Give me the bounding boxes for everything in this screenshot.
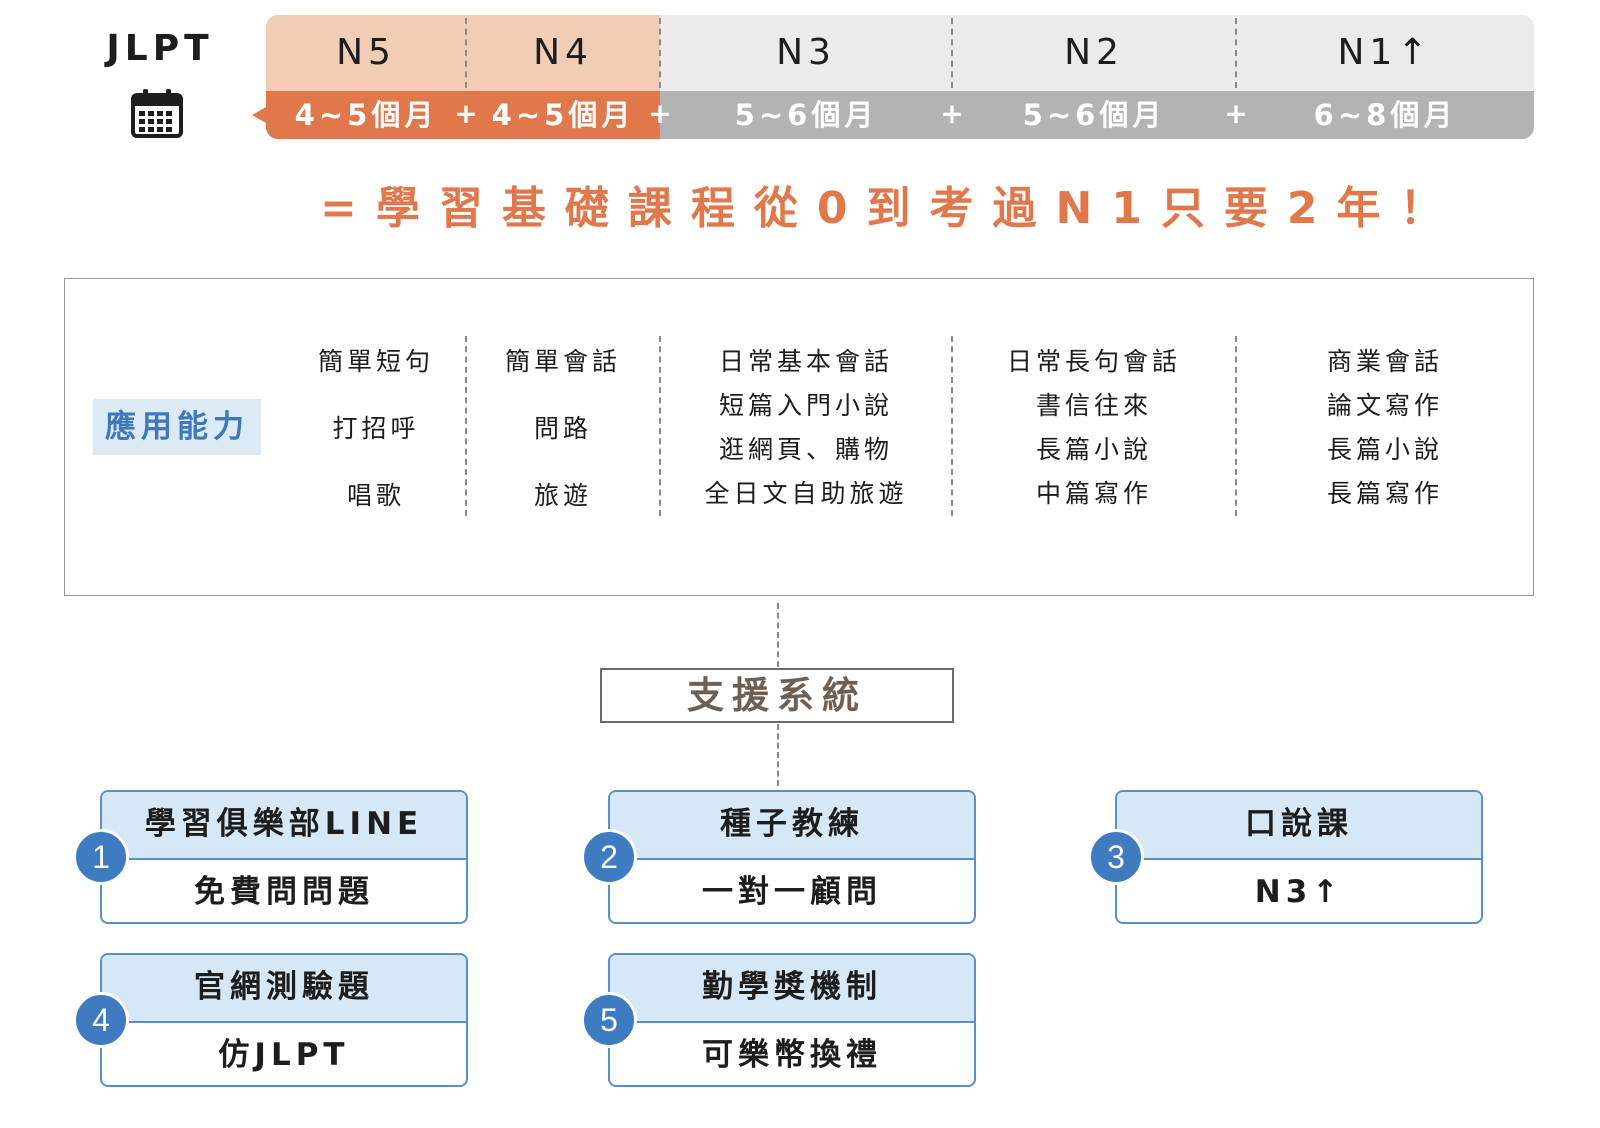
- ability-n3-item: 逛網頁、購物: [718, 435, 893, 464]
- ability-n1-item: 商業會話: [1326, 347, 1443, 376]
- number-badge-3: 3: [1088, 829, 1144, 885]
- support-card-speaking: 口說課 N3↑: [1115, 790, 1483, 924]
- ability-n2-item: 日常長句會話: [1006, 347, 1181, 376]
- number-badge-1: 1: [73, 829, 129, 885]
- plus-sign: +: [1224, 97, 1248, 130]
- card-title: 口說課: [1117, 792, 1481, 860]
- support-system-title: 支援系統: [600, 668, 954, 723]
- card-subtitle: 可樂幣換禮: [702, 1037, 882, 1073]
- duration-row: 4~5個月 + 4~5個月 + 5~6個月 + 5~6個月 + 6~8個月: [266, 91, 1534, 139]
- ability-n3-item: 短篇入門小說: [718, 391, 893, 420]
- ability-n1-item: 論文寫作: [1326, 391, 1443, 420]
- level-divider: [1235, 18, 1237, 88]
- duration-n3: 5~6個月: [734, 98, 878, 132]
- card-subtitle: 仿JLPT: [218, 1037, 350, 1073]
- ability-n1-item: 長篇小說: [1326, 435, 1443, 464]
- ability-n3-item: 全日文自助旅遊: [704, 479, 908, 508]
- level-divider: [465, 18, 467, 88]
- support-card-coach: 種子教練 一對一顧問: [608, 790, 976, 924]
- support-card-line-club: 學習俱樂部LINE 免費問問題: [100, 790, 468, 924]
- level-n2: N2: [1064, 32, 1124, 73]
- card-title: 種子教練: [610, 792, 974, 860]
- ability-n1-item: 長篇寫作: [1326, 479, 1443, 508]
- level-n1: N1↑: [1337, 32, 1433, 73]
- duration-highlight: [266, 91, 660, 139]
- duration-n5: 4~5個月: [294, 98, 438, 132]
- support-card-quiz: 官網測驗題 仿JLPT: [100, 953, 468, 1087]
- ability-n2-item: 書信往來: [1035, 391, 1152, 420]
- connector-line: [777, 603, 779, 667]
- ability-n5-item: 簡單短句: [317, 347, 434, 376]
- ability-n4-item: 簡單會話: [504, 347, 621, 376]
- card-title: 勤學獎機制: [610, 955, 974, 1023]
- timeline-arrow-tip: [252, 107, 266, 123]
- ability-n2-item: 中篇寫作: [1035, 479, 1152, 508]
- level-divider: [951, 18, 953, 88]
- level-n4: N4: [533, 32, 593, 73]
- jlpt-levels-row: N5 N4 N3 N2 N1↑: [266, 15, 1534, 91]
- ability-n4-item: 問路: [533, 414, 592, 443]
- calendar-icon: [131, 89, 183, 138]
- ability-n5-item: 唱歌: [346, 481, 405, 510]
- level-divider: [659, 18, 661, 88]
- number-badge-4: 4: [73, 992, 129, 1048]
- support-card-reward: 勤學獎機制 可樂幣換禮: [608, 953, 976, 1087]
- number-badge-5: 5: [581, 992, 637, 1048]
- card-title: 學習俱樂部LINE: [102, 792, 466, 860]
- ability-n4-item: 旅遊: [533, 481, 592, 510]
- ability-n2-item: 長篇小說: [1035, 435, 1152, 464]
- levels-highlight: [266, 15, 660, 91]
- level-n3: N3: [776, 32, 836, 73]
- card-subtitle: N3↑: [1254, 874, 1344, 910]
- card-subtitle: 一對一顧問: [702, 874, 882, 910]
- ability-box: [64, 278, 1534, 596]
- plus-sign: +: [940, 97, 964, 130]
- slogan: =學習基礎課程從0到考過N1只要2年！: [320, 183, 1463, 234]
- ability-n5-item: 打招呼: [332, 414, 420, 443]
- plus-sign: +: [648, 97, 672, 130]
- connector-line: [777, 724, 779, 786]
- card-title: 官網測驗題: [102, 955, 466, 1023]
- ability-divider: [1235, 336, 1237, 516]
- number-badge-2: 2: [581, 829, 637, 885]
- ability-divider: [465, 336, 467, 516]
- card-subtitle: 免費問問題: [194, 874, 374, 910]
- ability-divider: [659, 336, 661, 516]
- duration-n4: 4~5個月: [491, 98, 635, 132]
- ability-divider: [951, 336, 953, 516]
- duration-n1: 6~8個月: [1313, 98, 1457, 132]
- duration-n2: 5~6個月: [1022, 98, 1166, 132]
- plus-sign: +: [454, 97, 478, 130]
- ability-n3-item: 日常基本會話: [718, 347, 893, 376]
- level-n5: N5: [336, 32, 396, 73]
- ability-label: 應用能力: [93, 399, 261, 455]
- jlpt-title: JLPT: [106, 28, 214, 69]
